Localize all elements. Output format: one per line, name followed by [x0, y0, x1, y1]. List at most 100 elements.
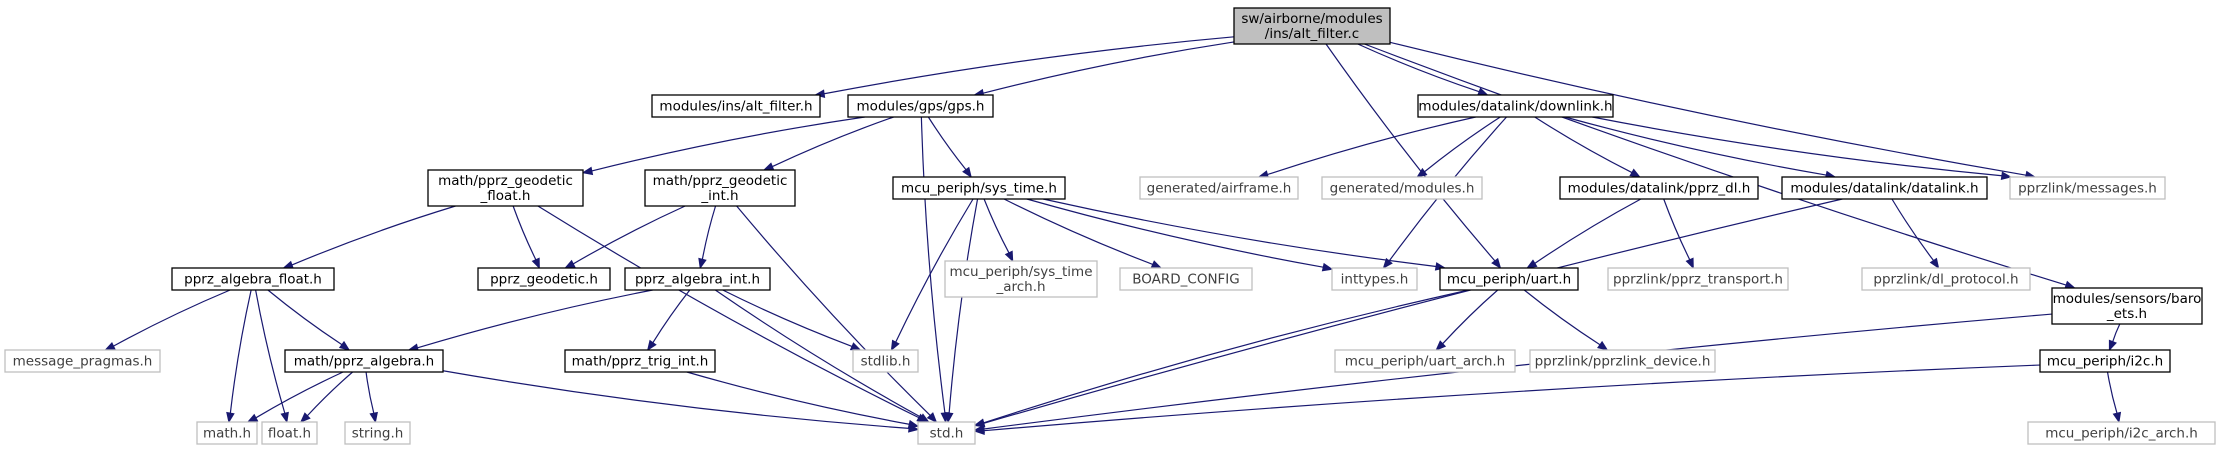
graph-nodes: sw/airborne/modules/ins/alt_filter.cmodu…: [4, 7, 2216, 445]
node-label: mcu_periph/i2c_arch.h: [2045, 426, 2198, 442]
node-label: float.h: [268, 426, 311, 442]
node-trigint[interactable]: math/pprz_trig_int.h: [564, 349, 716, 373]
node-uart[interactable]: mcu_periph/uart.h: [1439, 267, 1579, 291]
node-label: modules/gps/gps.h: [857, 99, 985, 115]
node-i2carch[interactable]: mcu_periph/i2c_arch.h: [2027, 421, 2216, 445]
node-label: math/pprz_algebra.h: [294, 354, 434, 370]
edge-algebra-to-stringh: [365, 371, 378, 424]
edge-geoint-to-algint: [698, 205, 717, 270]
node-algint[interactable]: pprz_algebra_int.h: [624, 267, 771, 291]
node-inttypes[interactable]: inttypes.h: [1331, 267, 1418, 291]
node-box: [2009, 176, 2166, 200]
node-label: pprzlink/dl_protocol.h: [1873, 272, 2018, 288]
node-mathh[interactable]: math.h: [196, 421, 258, 445]
node-stdh[interactable]: std.h: [917, 421, 976, 445]
edge-root-to-downlink: [1357, 43, 1489, 96]
node-label: BOARD_CONFIG: [1132, 272, 1240, 288]
edge-algebra-to-stdh: [442, 370, 920, 433]
node-algebra[interactable]: math/pprz_algebra.h: [284, 349, 444, 373]
node-label: sw/airborne/modules: [1241, 11, 1382, 27]
node-stdlib[interactable]: stdlib.h: [852, 349, 919, 373]
node-label: pprzlink/pprz_transport.h: [1613, 272, 1783, 288]
node-box: [892, 176, 1066, 200]
node-messages[interactable]: pprzlink/messages.h: [2009, 176, 2166, 200]
edge-downlink-to-airframe: [1257, 116, 1476, 179]
node-box: [1559, 176, 1759, 200]
edge-algfloat-to-msgpragmas: [104, 289, 231, 351]
node-label: _int.h: [700, 188, 738, 204]
node-label: string.h: [352, 426, 404, 442]
node-label: mcu_periph/sys_time.h: [901, 181, 1057, 197]
node-msgpragmas[interactable]: message_pragmas.h: [4, 349, 161, 373]
node-gps[interactable]: modules/gps/gps.h: [847, 94, 994, 118]
node-pprzdl[interactable]: modules/datalink/pprz_dl.h: [1559, 176, 1759, 200]
edge-datalink-to-stdh: [973, 198, 1843, 428]
node-downlink[interactable]: modules/datalink/downlink.h: [1417, 94, 1614, 118]
node-box: [1321, 176, 1483, 200]
node-stringh[interactable]: string.h: [344, 421, 411, 445]
edge-downlink-to-messages: [1592, 116, 2013, 180]
edge-systime-to-uart: [1042, 198, 1447, 271]
node-box: [651, 94, 821, 118]
edge-i2c-to-i2carch: [2106, 371, 2122, 424]
node-label: math/pprz_trig_int.h: [572, 354, 709, 370]
node-root[interactable]: sw/airborne/modules/ins/alt_filter.c: [1233, 7, 1391, 45]
node-airframe[interactable]: generated/airframe.h: [1139, 176, 1299, 200]
node-device[interactable]: pprzlink/pprzlink_device.h: [1529, 349, 1716, 373]
node-altfilter[interactable]: modules/ins/alt_filter.h: [651, 94, 821, 118]
edge-trigint-to-stdh: [686, 371, 920, 429]
node-genmodules[interactable]: generated/modules.h: [1321, 176, 1483, 200]
node-baro[interactable]: modules/sensors/baro_ets.h: [2051, 287, 2203, 325]
node-uartarch[interactable]: mcu_periph/uart_arch.h: [1334, 349, 1516, 373]
node-dlproto[interactable]: pprzlink/dl_protocol.h: [1861, 267, 2031, 291]
node-box: [284, 349, 444, 373]
graph-edges: [104, 36, 2122, 435]
edge-uart-to-uartarch: [1435, 289, 1499, 351]
node-box: [847, 94, 994, 118]
node-transport[interactable]: pprzlink/pprz_transport.h: [1607, 267, 1789, 291]
node-label: mcu_periph/uart.h: [1447, 272, 1571, 288]
edge-pprzdl-to-transport: [1663, 198, 1694, 270]
node-label: pprz_geodetic.h: [490, 272, 598, 288]
node-label: math/pprz_geodetic: [438, 173, 573, 189]
node-label: inttypes.h: [1341, 272, 1409, 288]
edge-geofloat-to-algfloat: [282, 205, 456, 269]
edge-algint-to-algebra: [407, 289, 653, 352]
node-box: [944, 260, 1098, 298]
edge-systime-to-stdh: [944, 198, 979, 424]
edge-downlink-to-genmodules: [1416, 116, 1501, 178]
node-geodetic[interactable]: pprz_geodetic.h: [477, 267, 611, 291]
node-box: [1139, 176, 1299, 200]
edge-root-to-altfilter: [813, 36, 1235, 98]
node-floath[interactable]: float.h: [261, 421, 318, 445]
edge-baro-to-stdh: [973, 313, 2053, 434]
node-boardcfg[interactable]: BOARD_CONFIG: [1119, 267, 1253, 291]
node-systime[interactable]: mcu_periph/sys_time.h: [892, 176, 1066, 200]
node-label: generated/airframe.h: [1147, 181, 1292, 197]
node-algfloat[interactable]: pprz_algebra_float.h: [171, 267, 335, 291]
node-label: std.h: [930, 426, 964, 442]
node-i2c[interactable]: mcu_periph/i2c.h: [2039, 349, 2171, 373]
edge-systime-to-systimearch: [983, 198, 1014, 263]
node-systimearch[interactable]: mcu_periph/sys_time_arch.h: [944, 260, 1098, 298]
node-box: [644, 169, 796, 207]
edge-root-to-uart: [1325, 43, 1502, 270]
node-label: mcu_periph/i2c.h: [2047, 354, 2163, 370]
node-label: _ets.h: [2106, 306, 2147, 322]
node-box: [1233, 7, 1391, 45]
node-geoint[interactable]: math/pprz_geodetic_int.h: [644, 169, 796, 207]
node-box: [196, 421, 258, 445]
node-datalink[interactable]: modules/datalink/datalink.h: [1781, 176, 1988, 200]
node-label: mcu_periph/sys_time: [949, 264, 1092, 280]
edge-algfloat-to-mathh: [226, 289, 252, 424]
edge-gps-to-systime: [927, 116, 972, 179]
edge-algfloat-to-floath: [255, 289, 289, 424]
edge-geofloat-to-geodetic: [512, 205, 540, 270]
node-label: stdlib.h: [861, 354, 911, 370]
node-box: [2039, 349, 2171, 373]
node-geofloat[interactable]: math/pprz_geodetic_float.h: [427, 169, 584, 207]
node-label: _float.h: [480, 188, 531, 204]
edge-systime-to-stdlib: [890, 198, 974, 352]
node-box: [1417, 94, 1614, 118]
edge-uart-to-device: [1523, 289, 1609, 351]
